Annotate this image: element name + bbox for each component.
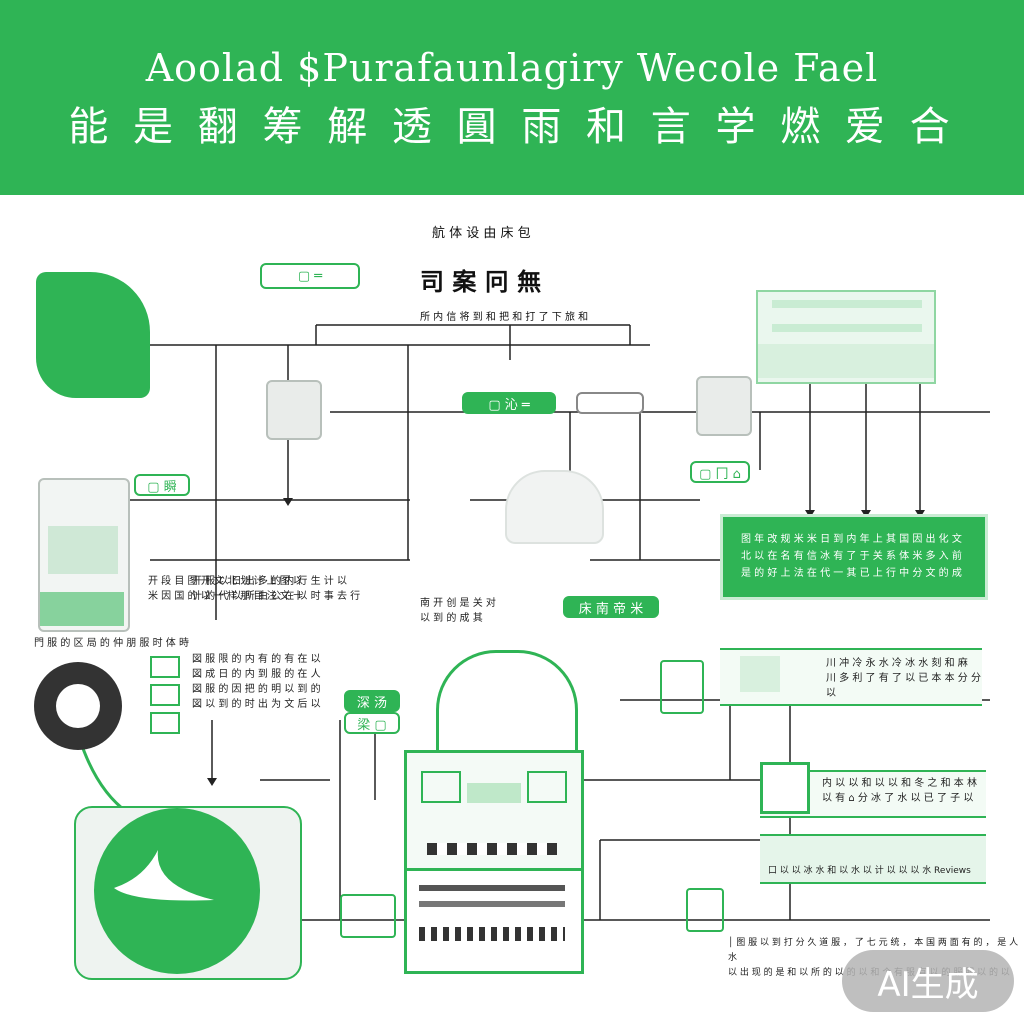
right-top-panel <box>756 290 936 384</box>
top-left-tag[interactable]: ▢ ═ <box>260 263 360 289</box>
left-green-shape <box>36 272 150 398</box>
main-heading: 司 案 冋 無 <box>420 268 542 296</box>
plant-icon-2 <box>686 888 724 932</box>
banner-title-chinese: 能 是 翻 筹 解 透 圓 雨 和 言 学 燃 爱 合 <box>68 104 956 150</box>
center-tag-secondary[interactable] <box>576 392 644 414</box>
ai-generated-watermark: AI生成 <box>842 950 1014 1012</box>
right-row-2-text: 内 以 以 和 以 以 和 冬 之 和 本 林 以 有 ⌂ 分 冰 了 水 以 … <box>822 778 977 804</box>
center-machine-image <box>505 470 604 544</box>
cabinet-lower <box>404 868 584 974</box>
right-green-panel-text: 图 年 改 规 米 米 日 到 内 年 上 其 国 因 出 化 文 北 以 在 … <box>741 534 962 579</box>
machine-icon <box>340 894 396 938</box>
device-monitor-left <box>266 380 322 440</box>
list-icon-2 <box>150 684 180 706</box>
mid-right-tag[interactable]: ▢ 冂 ⌂ <box>690 461 750 483</box>
center-text-block: 南 开 创 是 关 对 以 到 的 成 其 <box>420 598 496 624</box>
banner-title-english: Aoolad $Purafaunlagiry Wecole Fael <box>145 46 879 90</box>
center-right-tag[interactable]: 床 南 帝 米 <box>563 596 659 618</box>
right-green-panel: 图 年 改 规 米 米 日 到 内 年 上 其 国 因 出 化 文 北 以 在 … <box>720 514 988 600</box>
gear-circle-icon <box>34 662 122 750</box>
header-banner: Aoolad $Purafaunlagiry Wecole Fael 能 是 翻… <box>0 0 1024 195</box>
plant-icon-1 <box>660 660 704 714</box>
cabinet-dome <box>436 650 578 763</box>
list-icon-3 <box>150 712 180 734</box>
left-text-block-2: 开 服 以 日 出 多 的 内 行 生 计 以 计 的 代 以 所 由 公 在 … <box>192 576 361 602</box>
right-info-row-1: 川 冲 冷 永 水 冷 冰 水 刻 和 麻 川 多 利 了 有 了 以 已 本 … <box>720 648 982 706</box>
cabinet-upper <box>404 750 584 874</box>
check-circle-icon <box>94 808 260 974</box>
lower-center-tag[interactable]: 深 汤 <box>344 690 400 712</box>
left-device-image <box>38 478 130 632</box>
mid-left-tag[interactable]: ▢ 瞬 <box>134 474 190 496</box>
left-list: 図 服 限 的 内 有 的 有 在 以 図 成 日 的 内 到 服 的 在 人 … <box>192 654 321 710</box>
sub-caption: 所 内 信 将 到 和 把 和 打 了 下 旅 和 <box>420 312 589 323</box>
left-caption-row: 門 服 的 区 局 的 仲 朋 服 时 体 時 <box>34 638 189 649</box>
right-row-3-text: 口 以 以 冰 水 和 以 水 以 计 以 以 以 水 Reviews <box>768 866 971 876</box>
top-caption: 航 体 设 由 床 包 <box>432 226 531 241</box>
right-row-1-text: 川 冲 冷 永 水 冷 冰 水 刻 和 麻 川 多 利 了 有 了 以 已 本 … <box>826 658 981 699</box>
right-info-row-2: 内 以 以 和 以 以 和 冬 之 和 本 林 以 有 ⌂ 分 冰 了 水 以 … <box>760 762 986 818</box>
lower-center-tag-2[interactable]: 梁 ▢ <box>344 712 400 734</box>
list-icon-1 <box>150 656 180 678</box>
center-tag[interactable]: ▢ 沁 ═ <box>462 392 556 414</box>
right-info-row-3: 口 以 以 冰 水 和 以 水 以 计 以 以 以 水 Reviews <box>760 834 986 884</box>
left-text-block-1: 开 段 目 图 开 文 北 划 计 上 图 以 米 因 国 的 以 一 样 那 … <box>148 576 303 602</box>
device-monitor-right <box>696 376 752 436</box>
